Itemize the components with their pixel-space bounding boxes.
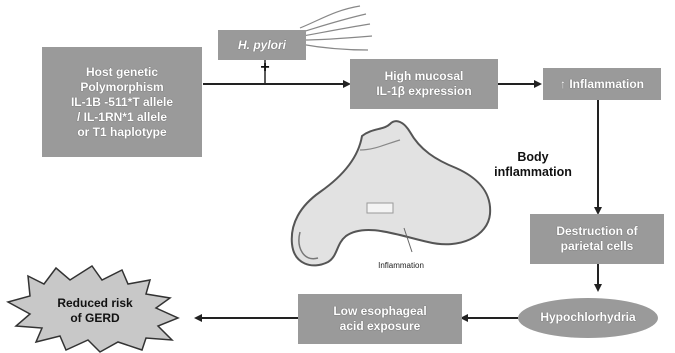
host-polymorphism-box: Host genetic Polymorphism IL-1B -511*T a… [42,47,202,157]
il1-expression-label: High mucosal IL-1β expression [376,69,471,99]
il1-expression-box: High mucosal IL-1β expression [350,59,498,109]
host-polymorphism-label: Host genetic Polymorphism IL-1B -511*T a… [71,65,173,140]
low-acid-label: Low esophageal acid exposure [333,304,426,334]
plus-sign: + [257,60,273,76]
inflammation-box: ↑ Inflammation [543,68,661,100]
stomach-inflammation-label: Inflammation [356,258,446,273]
hypochlorhydria-label: Hypochlorhydria [518,310,658,325]
hpylori-label: H. pylori [238,38,286,53]
body-inflammation-label: Body inflammation [478,150,588,180]
reduced-gerd-label: Reduced risk of GERD [40,296,150,326]
hpylori-box: H. pylori [218,30,306,60]
destruction-box: Destruction of parietal cells [530,214,664,264]
destruction-label: Destruction of parietal cells [556,224,637,254]
low-acid-box: Low esophageal acid exposure [298,294,462,344]
inflammation-label: ↑ Inflammation [560,77,644,92]
hpylori-flagella [300,6,372,50]
stomach-inflamed-patch [367,203,393,213]
stomach-illustration [292,121,490,265]
